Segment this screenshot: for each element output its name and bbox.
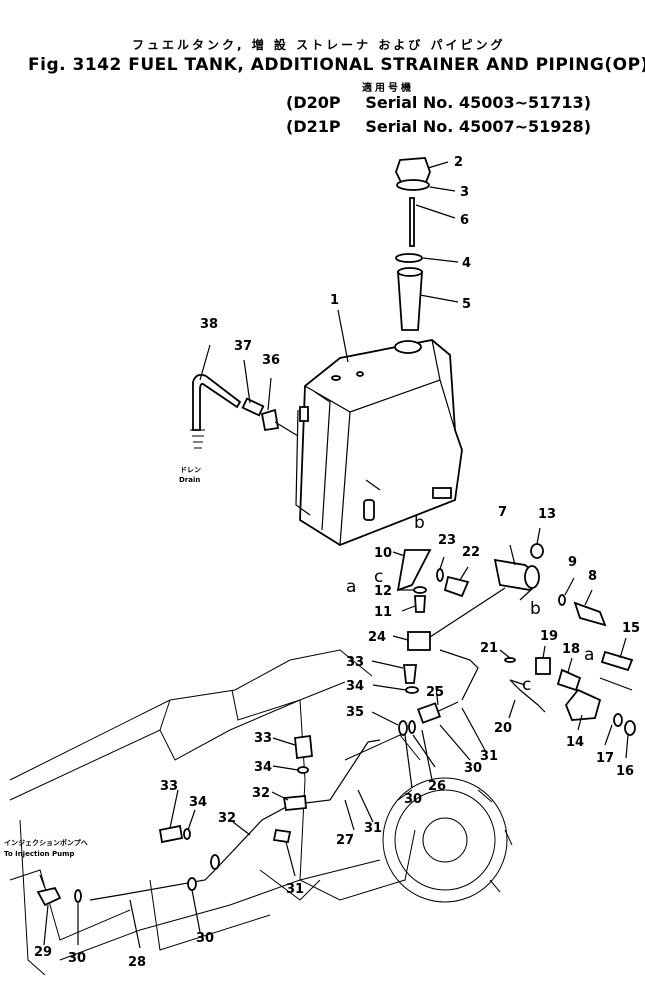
connection-letter-c: c	[522, 675, 531, 695]
callout-6: 6	[460, 213, 469, 228]
callout-36: 36	[262, 353, 280, 368]
callout-14: 14	[566, 735, 584, 750]
callout-11: 11	[374, 605, 392, 620]
applicable-models-label: 適用号機	[362, 83, 414, 94]
model-name: D20P	[293, 93, 341, 112]
callout-19: 19	[540, 629, 558, 644]
callout-labels: 1 2 3 6 4 5 38 37 36 7 13 9 8 10 23 22 1…	[34, 155, 640, 970]
fuel-piping	[36, 649, 479, 907]
callout-20: 20	[494, 721, 512, 736]
serial-range: Serial No. 45007~51928	[365, 117, 584, 136]
callout-15: 15	[622, 621, 640, 636]
connection-letter-c: c	[374, 567, 383, 587]
callout-33: 33	[160, 779, 178, 794]
callout-9: 9	[568, 555, 577, 570]
callout-38: 38	[200, 317, 218, 332]
engine-body-drawing	[9, 649, 421, 976]
callout-37: 37	[234, 339, 252, 354]
flywheel-drawing	[382, 777, 513, 903]
callout-10: 10	[374, 546, 392, 561]
text-annotations: ドレン Drain インジェクションポンプへ To Injection Pump	[4, 466, 201, 858]
callout-27: 27	[336, 833, 354, 848]
connection-letter-a: a	[584, 645, 594, 665]
callout-30: 30	[404, 792, 422, 807]
strainer-assembly	[396, 543, 636, 736]
callout-26: 26	[428, 779, 446, 794]
callout-3: 3	[460, 185, 469, 200]
callout-17: 17	[596, 751, 614, 766]
callout-7: 7	[498, 505, 507, 520]
callout-22: 22	[462, 545, 480, 560]
callout-34: 34	[189, 795, 207, 810]
callout-34: 34	[346, 679, 364, 694]
connection-letter-a: a	[346, 577, 356, 597]
callout-16: 16	[616, 764, 634, 779]
callout-5: 5	[462, 297, 471, 312]
title-japanese: フュエルタンク, 増 設 ストレーナ および パイピング	[132, 38, 506, 52]
drain-label-japanese: ドレン	[180, 466, 201, 474]
connection-letter-b: b	[414, 513, 425, 533]
callout-28: 28	[128, 955, 146, 970]
callout-8: 8	[588, 569, 597, 584]
callout-29: 29	[34, 945, 52, 960]
callout-34: 34	[254, 760, 272, 775]
connection-letter-b: b	[530, 599, 541, 619]
serial-range: Serial No. 45003~51713	[365, 93, 584, 112]
callout-13: 13	[538, 507, 556, 522]
callout-21: 21	[480, 641, 498, 656]
callout-24: 24	[368, 630, 386, 645]
callout-30: 30	[68, 951, 86, 966]
callout-23: 23	[438, 533, 456, 548]
callout-30: 30	[196, 931, 214, 946]
to-pump-label-japanese: インジェクションポンプへ	[4, 838, 88, 847]
callout-33: 33	[346, 655, 364, 670]
callout-31: 31	[364, 821, 382, 836]
callout-32: 32	[252, 786, 270, 801]
leader-lines	[43, 161, 633, 949]
callout-2: 2	[454, 155, 463, 170]
tank-cap-assembly	[395, 157, 431, 331]
fuel-tank-drawing	[295, 339, 463, 547]
callout-18: 18	[562, 642, 580, 657]
callout-1: 1	[330, 293, 339, 308]
callout-31: 31	[286, 882, 304, 897]
callout-25: 25	[426, 685, 444, 700]
callout-30: 30	[464, 761, 482, 776]
to-pump-label: To Injection Pump	[4, 850, 74, 858]
callout-32: 32	[218, 811, 236, 826]
callout-33: 33	[254, 731, 272, 746]
callout-12: 12	[374, 584, 392, 599]
drain-label: Drain	[179, 476, 200, 484]
callout-4: 4	[462, 256, 471, 271]
callout-35: 35	[346, 705, 364, 720]
callout-31: 31	[480, 749, 498, 764]
figure-title: Fig. 3142 FUEL TANK, ADDITIONAL STRAINER…	[28, 55, 645, 75]
drain-hose-parts	[190, 373, 299, 449]
connection-letters: b c a b c a	[346, 513, 594, 695]
model-name: D21P	[293, 117, 341, 136]
